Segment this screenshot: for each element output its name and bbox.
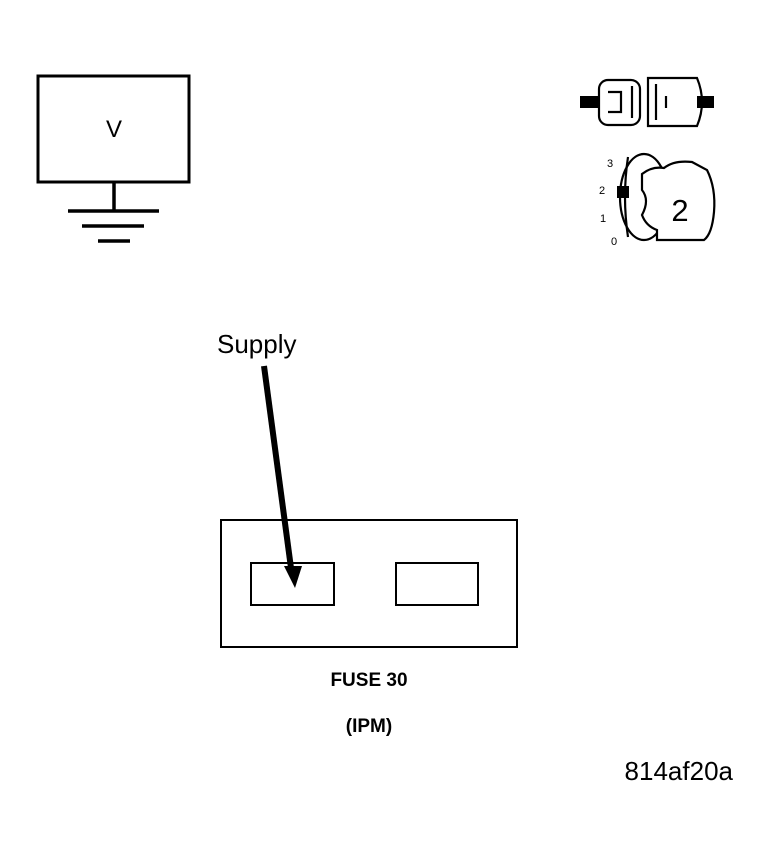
- ignition-position-2: 2: [599, 185, 605, 197]
- voltmeter-symbol: V: [106, 116, 122, 143]
- voltmeter-box: [36, 74, 191, 184]
- ignition-position-1: 1: [600, 213, 606, 225]
- fuse-terminal-supply: [250, 562, 335, 606]
- supply-arrow: [261, 365, 302, 588]
- fuse-block: [220, 519, 518, 648]
- connector-disconnected-icon: [580, 76, 714, 128]
- figure-id: 814af20a: [625, 756, 734, 786]
- ground-icon: [68, 182, 159, 243]
- ignition-position-0: 0: [611, 236, 617, 248]
- ignition-pointer: [617, 186, 629, 198]
- ignition-position-3: 3: [607, 158, 613, 170]
- fuse-location: (IPM): [346, 716, 392, 737]
- fuse-terminal-load: [395, 562, 479, 606]
- ignition-key-position: 2: [671, 193, 688, 228]
- ignition-switch-icon: 3 2 1 0 2: [599, 152, 716, 248]
- voltmeter: V: [36, 74, 191, 243]
- fuse-name: FUSE 30: [330, 670, 407, 691]
- fuse-block-outline: [220, 519, 518, 648]
- supply-label: Supply: [217, 329, 297, 359]
